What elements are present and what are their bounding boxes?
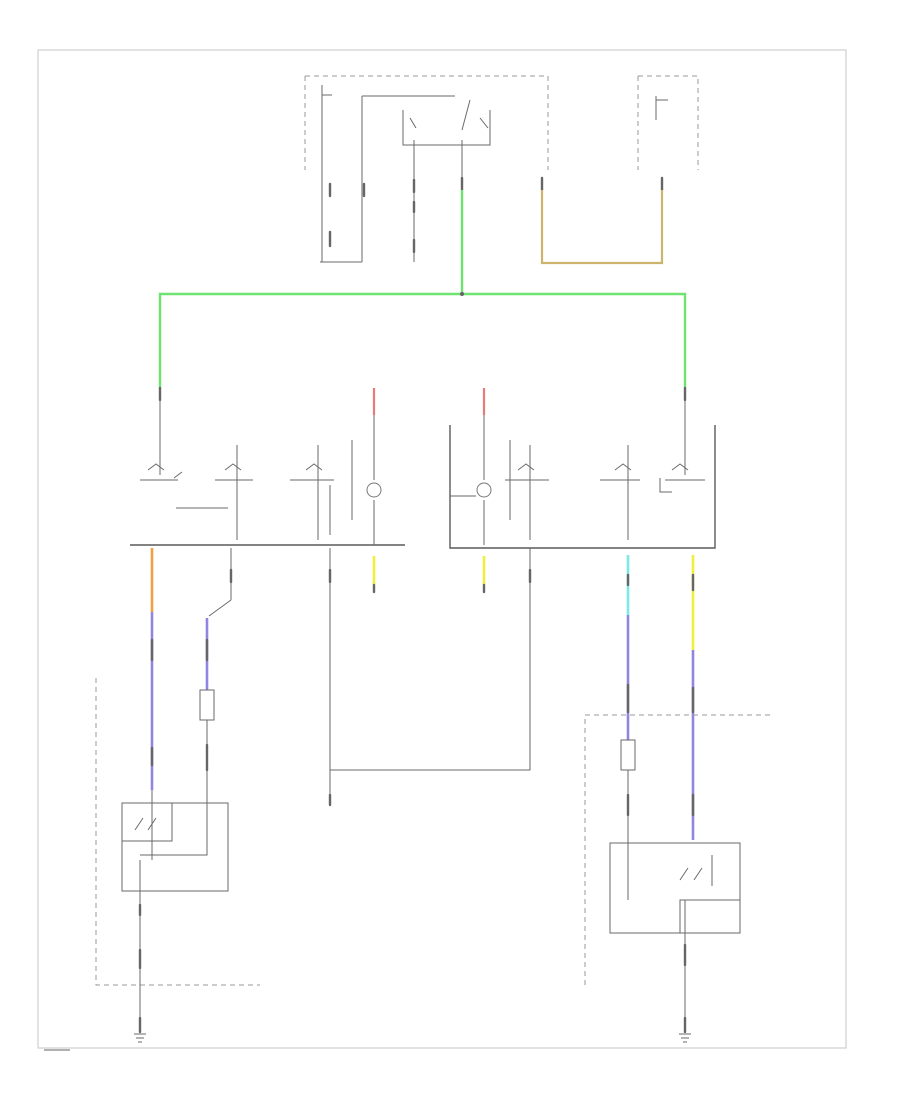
green-bus (158, 190, 687, 402)
left-lower-wires (140, 548, 532, 860)
diagram-frame (37, 49, 847, 1049)
left-lumbar-switch-assembly (130, 388, 405, 594)
ignition-switch (540, 75, 699, 192)
ground-left (134, 1033, 146, 1043)
right-lower-wires (620, 555, 695, 900)
passenger-seat-heater (584, 714, 770, 1034)
fuse-relay-block (304, 75, 549, 263)
right-lumbar-switch-assembly (449, 388, 716, 594)
ground-right (679, 1033, 691, 1043)
driver-seat-heater (95, 678, 260, 1034)
tan-wire (540, 190, 664, 265)
